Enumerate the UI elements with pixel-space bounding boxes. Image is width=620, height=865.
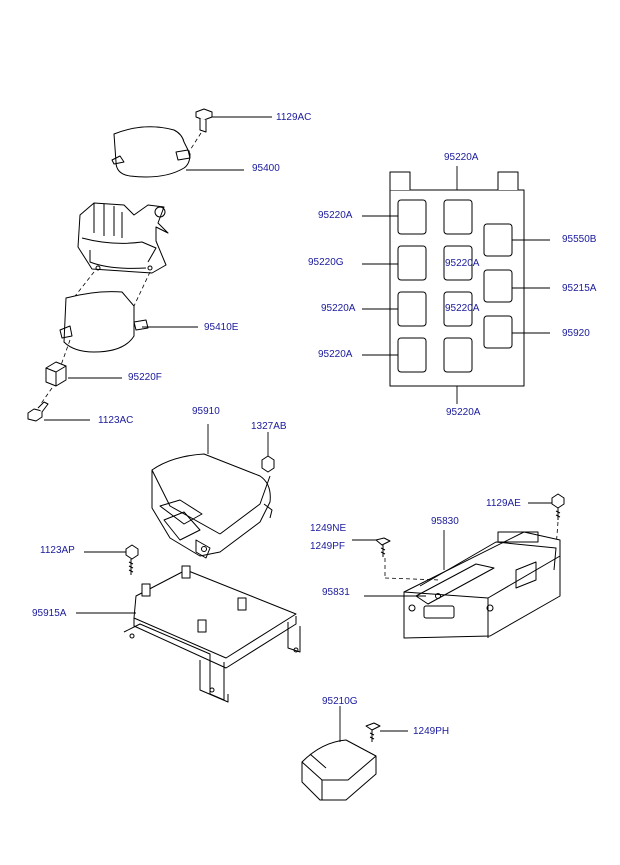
bracket-95915a (123, 565, 301, 703)
bracket-assembly (77, 202, 169, 274)
label-95220a-4: 95220A (318, 349, 353, 360)
screw-1249ne (375, 537, 391, 557)
label-1129ac: 1129AC (276, 112, 311, 123)
label-95220f: 95220F (128, 372, 162, 383)
cover-95410e (59, 291, 149, 353)
label-95400: 95400 (252, 163, 280, 174)
label-1129ae: 1129AE (486, 498, 521, 509)
label-95210g: 95210G (322, 696, 358, 707)
relay-95220f (45, 361, 67, 387)
sensor-95210g (301, 739, 377, 801)
label-95220a-bottom: 95220A (446, 407, 481, 418)
label-95220a-1: 95220A (318, 210, 353, 221)
label-95220a-top: 95220A (444, 152, 479, 163)
label-95915a: 95915A (32, 608, 67, 619)
label-95910: 95910 (192, 406, 220, 417)
control-unit-95910 (151, 453, 273, 559)
label-1327ab: 1327AB (251, 421, 287, 432)
label-1249ph: 1249PH (413, 726, 449, 737)
label-1249ne: 1249NE (310, 523, 346, 534)
bolt-1123ap (125, 544, 139, 575)
label-95215a: 95215A (562, 283, 597, 294)
label-1123ac: 1123AC (98, 415, 133, 426)
label-95920: 95920 (562, 328, 590, 339)
label-95830: 95830 (431, 516, 459, 527)
label-95410e: 95410E (204, 322, 239, 333)
junction-block (389, 171, 525, 387)
bolt-1123ac (27, 401, 49, 422)
bolt-1129ae (551, 493, 565, 520)
cover-95400 (111, 126, 191, 178)
screw-1249ph (365, 722, 381, 742)
bolt-1129ac (195, 108, 213, 133)
module-95830 (403, 531, 561, 639)
label-95220g: 95220G (308, 257, 344, 268)
label-95220a-inner-2: 95220A (445, 303, 480, 314)
label-1123ap: 1123AP (40, 545, 75, 556)
label-95831: 95831 (322, 587, 350, 598)
label-95550b: 95550B (562, 234, 597, 245)
label-95220a-3: 95220A (321, 303, 356, 314)
label-1249pf: 1249PF (310, 541, 345, 552)
nut-1327ab (261, 455, 275, 473)
label-95220a-inner-1: 95220A (445, 258, 480, 269)
